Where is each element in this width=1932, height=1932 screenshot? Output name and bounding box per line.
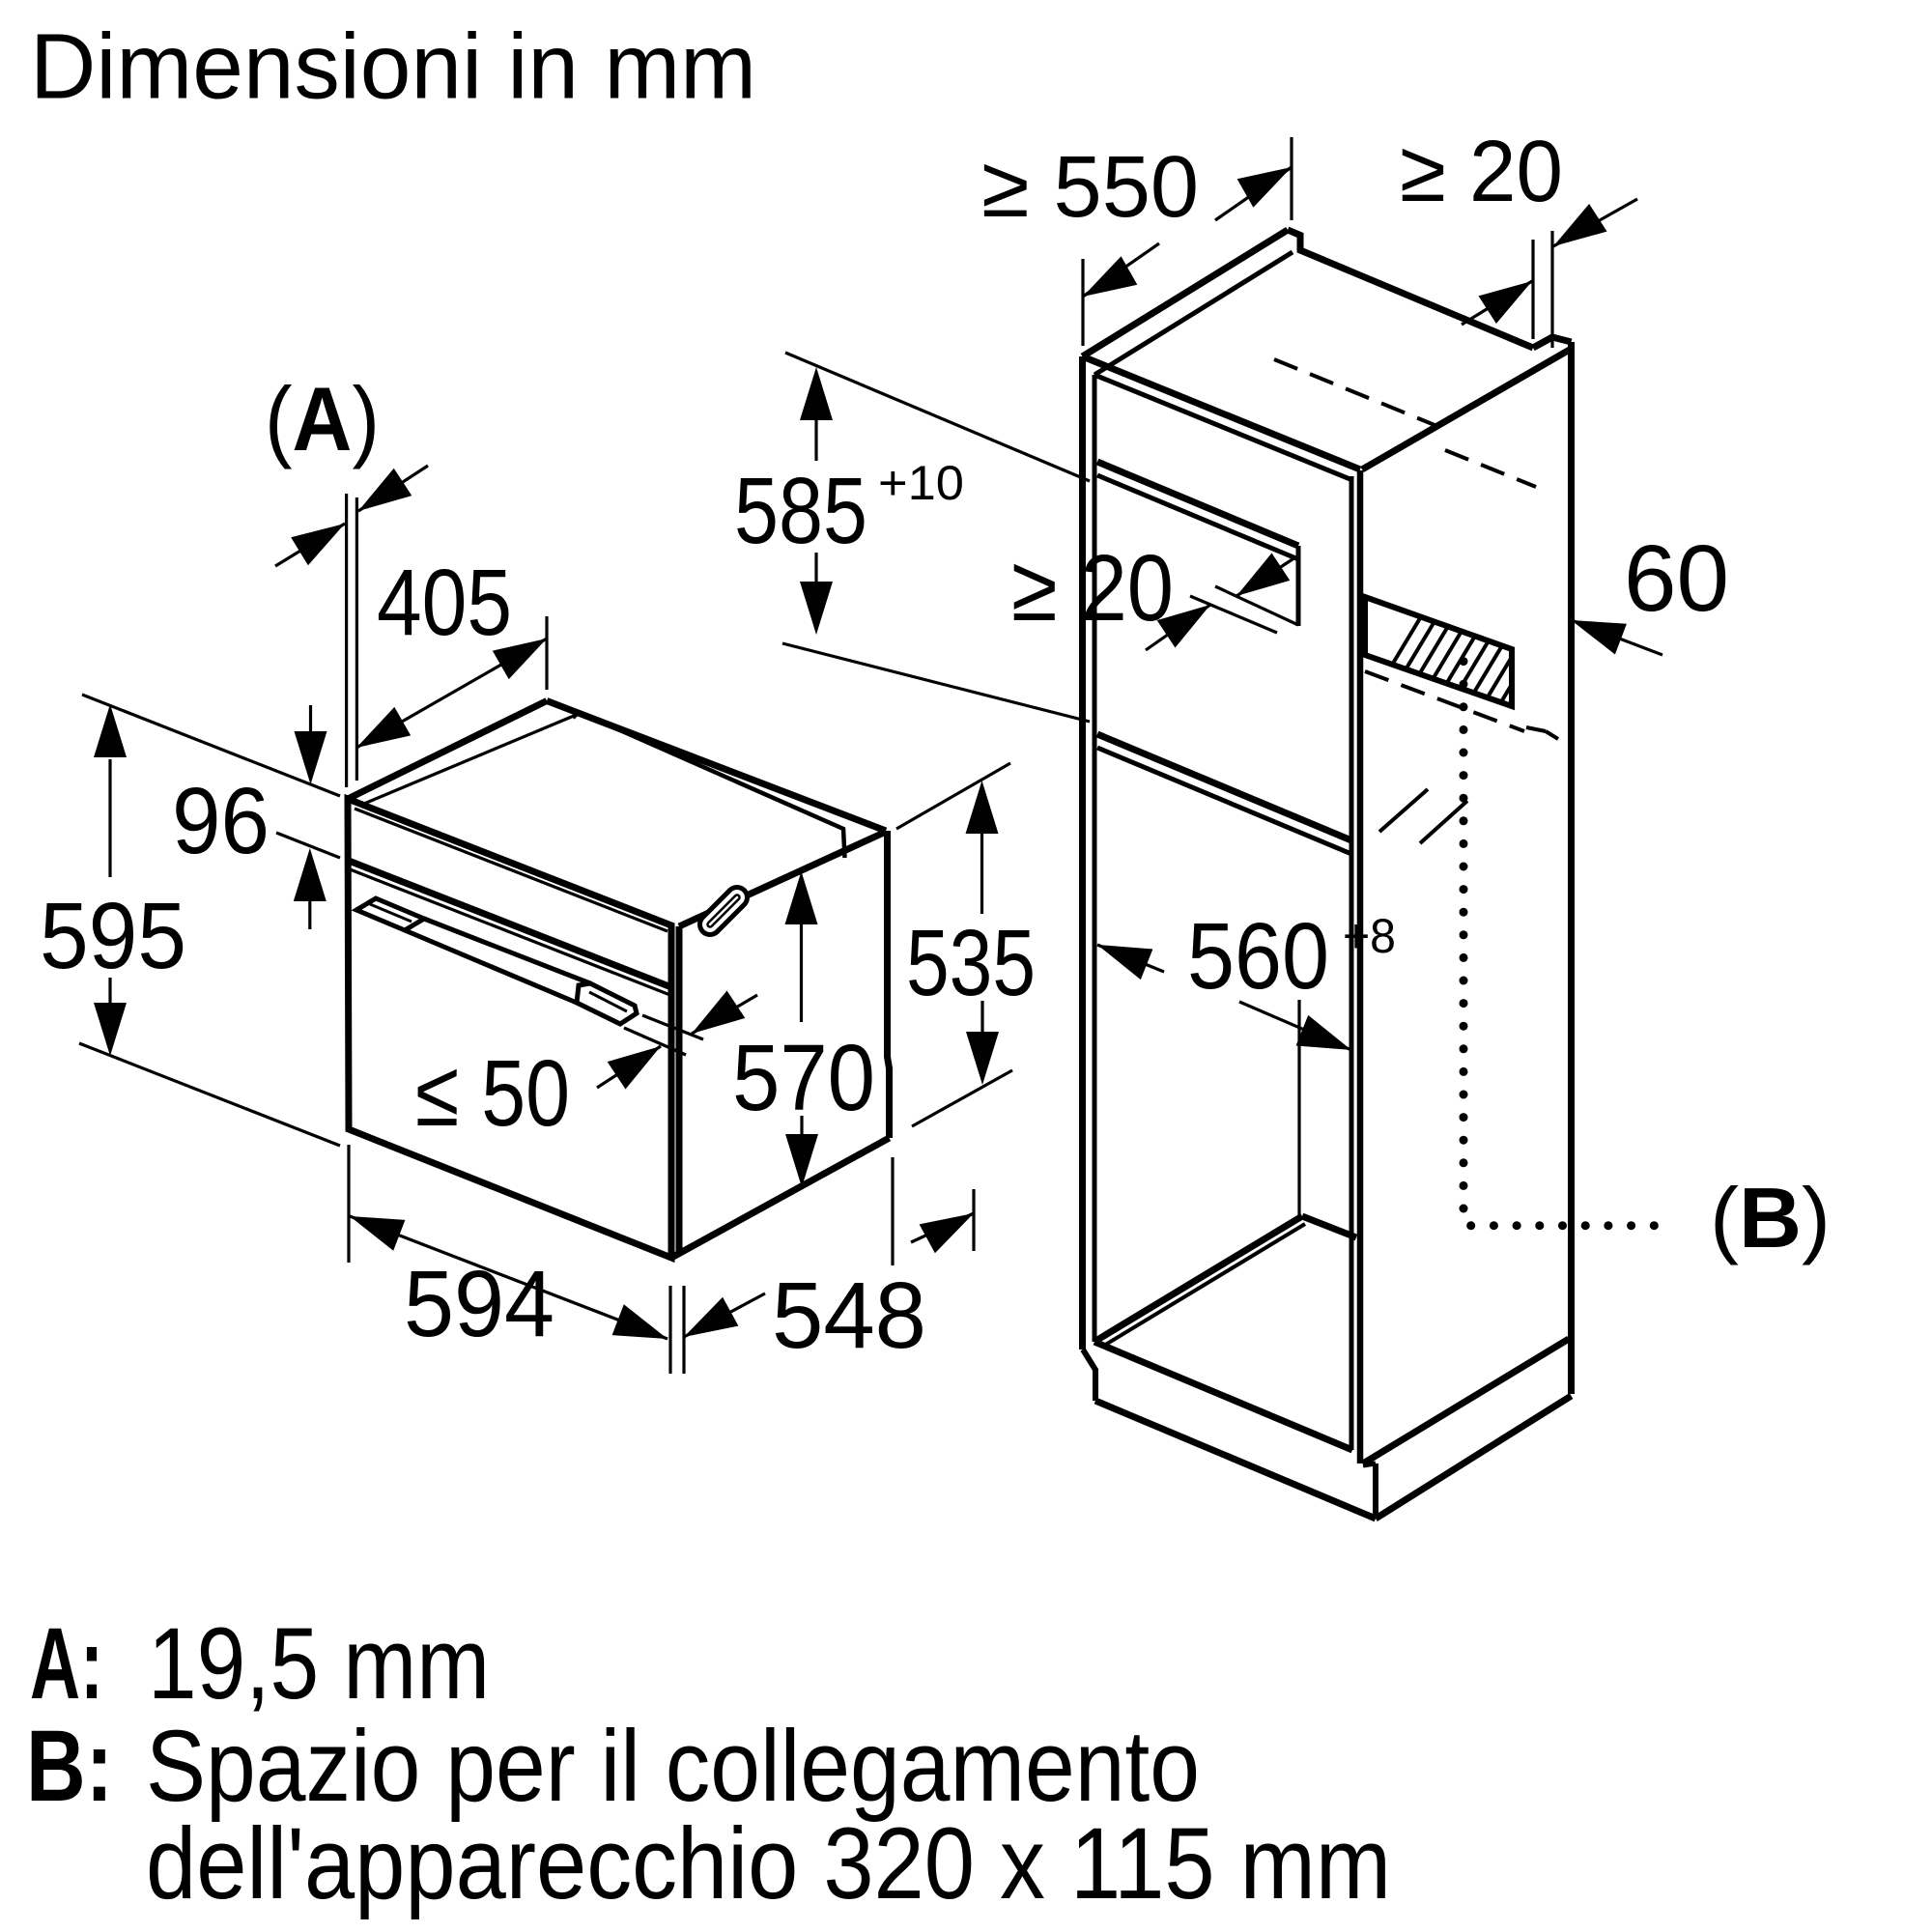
svg-text:19,5 mm: 19,5 mm	[148, 1607, 490, 1720]
svg-text:535: 535	[906, 910, 1036, 1015]
svg-text:≤ 50: ≤ 50	[415, 1040, 570, 1146]
svg-text:405: 405	[377, 550, 512, 655]
svg-text:(A): (A)	[265, 368, 380, 469]
svg-text:Spazio per il collegamento: Spazio per il collegamento	[146, 1710, 1200, 1823]
svg-text:≥ 20: ≥ 20	[1400, 124, 1563, 220]
svg-text:≥ 20: ≥ 20	[1011, 535, 1174, 640]
svg-text:+8: +8	[1343, 909, 1396, 963]
svg-text:+10: +10	[878, 456, 964, 510]
svg-text:560: 560	[1187, 903, 1329, 1009]
svg-text:Dimensioni in mm: Dimensioni in mm	[30, 15, 756, 119]
svg-text:A:: A:	[30, 1607, 103, 1720]
svg-text:595: 595	[40, 883, 186, 988]
svg-text:dell'apparecchio 320 x 115 mm: dell'apparecchio 320 x 115 mm	[146, 1807, 1391, 1920]
svg-text:B:: B:	[26, 1710, 113, 1823]
svg-text:594: 594	[404, 1251, 554, 1356]
svg-text:96: 96	[172, 768, 270, 873]
svg-text:570: 570	[732, 1025, 875, 1130]
svg-text:60: 60	[1624, 526, 1729, 631]
svg-text:≥ 550: ≥ 550	[981, 139, 1199, 236]
svg-text:585: 585	[734, 458, 867, 563]
svg-text:548: 548	[772, 1263, 926, 1368]
svg-text:(B): (B)	[1710, 1170, 1831, 1265]
